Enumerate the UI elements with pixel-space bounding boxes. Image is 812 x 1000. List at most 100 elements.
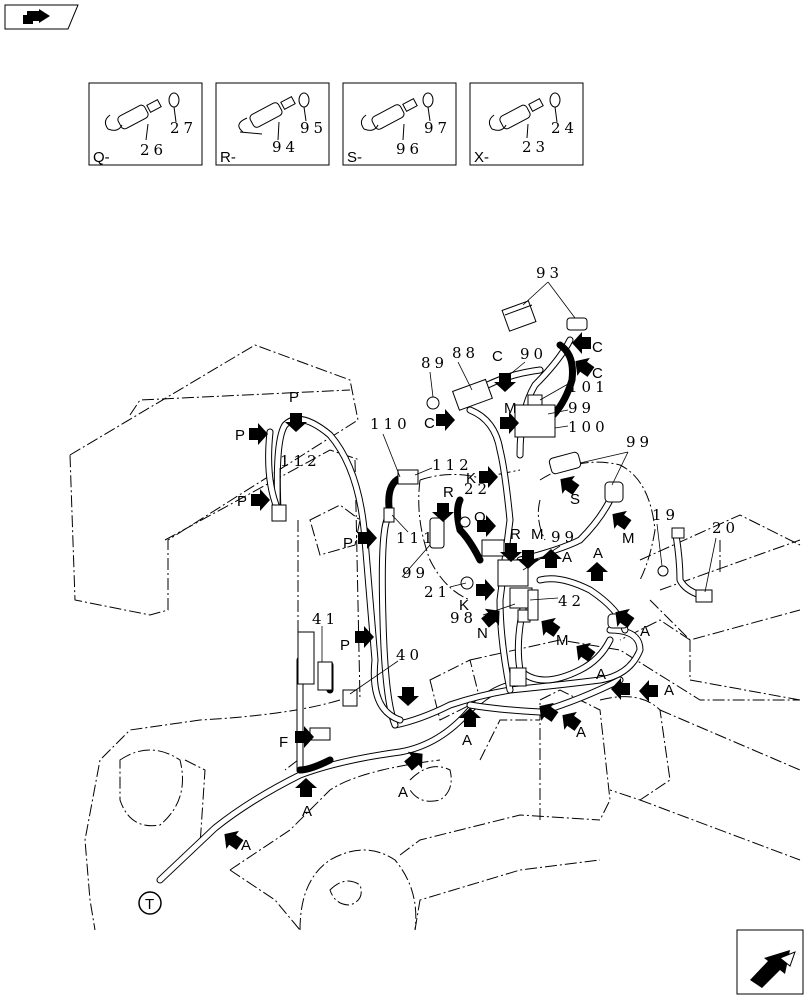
- svg-text:A: A: [640, 623, 650, 640]
- callout-arrow-o1: O: [474, 509, 496, 537]
- part-number-27: 27: [170, 119, 197, 137]
- callout-arrow-c3: C: [569, 352, 603, 382]
- callout-arrow-p4: P: [343, 527, 377, 552]
- box-letter-s: S-: [347, 149, 362, 166]
- part-number-99-d: 99: [551, 528, 578, 546]
- detail-box-x: X- 23 24: [469, 82, 584, 166]
- part-number-19: 19: [652, 506, 679, 524]
- svg-text:K: K: [466, 470, 476, 487]
- part-number-99-c: 99: [402, 564, 429, 582]
- part-number-41: 41: [312, 610, 339, 628]
- svg-text:A: A: [593, 545, 603, 562]
- box-letter-r: R-: [220, 149, 236, 166]
- callout-arrow-a1: A: [540, 549, 572, 568]
- svg-text:M: M: [504, 400, 517, 417]
- callout-arrow-a4: A: [570, 637, 606, 683]
- part-number-101: 101: [568, 378, 609, 396]
- part-number-89: 89: [421, 354, 448, 372]
- svg-text:A: A: [596, 666, 606, 683]
- svg-text:O: O: [474, 509, 486, 526]
- svg-text:M: M: [531, 526, 544, 543]
- svg-text:A: A: [398, 784, 408, 801]
- next-page-arrow-icon[interactable]: [736, 929, 804, 995]
- svg-text:R: R: [510, 526, 521, 543]
- callout-arrow-c2: C: [572, 332, 603, 356]
- svg-text:P: P: [343, 535, 353, 552]
- machine-outline: [69, 344, 801, 931]
- callout-arrow-k1: K: [466, 466, 498, 488]
- svg-text:F: F: [279, 734, 288, 751]
- leader-lines: [279, 281, 717, 695]
- part-number-20: 20: [712, 519, 739, 537]
- box-letter-q: Q-: [93, 149, 110, 166]
- part-number-23: 23: [522, 138, 549, 156]
- part-number-88: 88: [452, 344, 479, 362]
- part-number-labels: 93 89 88 90 101 99 100 99 110 112 112 22…: [280, 264, 739, 664]
- callout-arrow-a5: A: [639, 680, 674, 702]
- folder-arrow-icon[interactable]: [4, 4, 79, 30]
- components: [271, 300, 713, 741]
- part-number-112-a: 112: [432, 456, 473, 474]
- svg-text:K: K: [459, 597, 469, 614]
- svg-text:A: A: [576, 724, 586, 741]
- svg-text:C: C: [424, 415, 435, 432]
- svg-text:A: A: [664, 682, 674, 699]
- svg-text:A: A: [462, 732, 472, 749]
- callout-arrow-c1: C: [492, 348, 516, 392]
- callout-arrow-a6: A: [556, 706, 586, 741]
- callout-arrow-m3: M: [517, 526, 544, 569]
- svg-text:R: R: [443, 484, 454, 501]
- part-number-90: 90: [520, 345, 547, 363]
- part-number-93: 93: [536, 264, 563, 282]
- callout-arrow-c4: C: [424, 409, 455, 432]
- detail-box-q: Q- 26 27: [88, 82, 203, 166]
- svg-text:S: S: [570, 491, 580, 508]
- callout-arrow-a9: A: [398, 745, 430, 801]
- svg-text:C: C: [592, 365, 603, 382]
- svg-text:P: P: [289, 389, 299, 406]
- callout-arrow-a10: A: [295, 778, 317, 820]
- part-number-95: 95: [300, 119, 327, 137]
- svg-text:C: C: [592, 339, 603, 356]
- box-letter-x: X-: [474, 149, 489, 166]
- part-number-40: 40: [396, 646, 423, 664]
- callout-arrow-p1: P: [285, 389, 307, 432]
- part-number-100: 100: [568, 418, 609, 436]
- part-number-97: 97: [424, 119, 451, 137]
- part-number-96: 96: [396, 140, 423, 158]
- callout-arrow-a8: A: [459, 708, 481, 749]
- part-number-112-b: 112: [280, 452, 321, 470]
- detail-box-r: R- 94 95: [215, 82, 330, 166]
- callout-arrow-r2: R: [500, 526, 522, 562]
- callout-arrow-a11: A: [218, 825, 251, 855]
- svg-text:M: M: [622, 530, 635, 547]
- svg-text:A: A: [302, 803, 312, 820]
- callout-arrow-m2: M: [606, 505, 635, 547]
- callout-circle-t: T: [138, 891, 162, 915]
- svg-text:A: A: [562, 549, 572, 566]
- callout-arrow-m4: M: [535, 612, 569, 649]
- callout-arrow-a7: A: [397, 684, 419, 706]
- part-number-22: 22: [464, 480, 491, 498]
- part-number-99-a: 99: [568, 399, 595, 417]
- part-number-42: 42: [558, 592, 585, 610]
- svg-text:P: P: [340, 637, 350, 654]
- callout-arrow-f1: F: [279, 726, 314, 751]
- callout-arrows: P P P P P C C C C M M M M K K R R O S N …: [218, 332, 674, 855]
- callout-arrow-p2: P: [235, 423, 268, 445]
- callout-arrow-n1: N: [477, 602, 507, 642]
- svg-text:C: C: [492, 348, 503, 365]
- svg-text:A: A: [241, 837, 251, 854]
- svg-text:P: P: [237, 493, 247, 510]
- svg-text:M: M: [556, 632, 569, 649]
- part-number-98: 98: [450, 609, 477, 627]
- svg-text:T: T: [145, 896, 154, 913]
- detail-box-s: S- 96 97: [342, 82, 457, 166]
- part-number-110: 110: [370, 415, 411, 433]
- callout-arrow-a2: A: [586, 545, 608, 581]
- callout-arrow-r1: R: [432, 484, 454, 522]
- svg-text:A: A: [404, 684, 414, 701]
- part-number-26: 26: [140, 141, 167, 159]
- callout-arrow-p5: P: [340, 626, 374, 654]
- part-number-111: 111: [396, 529, 437, 547]
